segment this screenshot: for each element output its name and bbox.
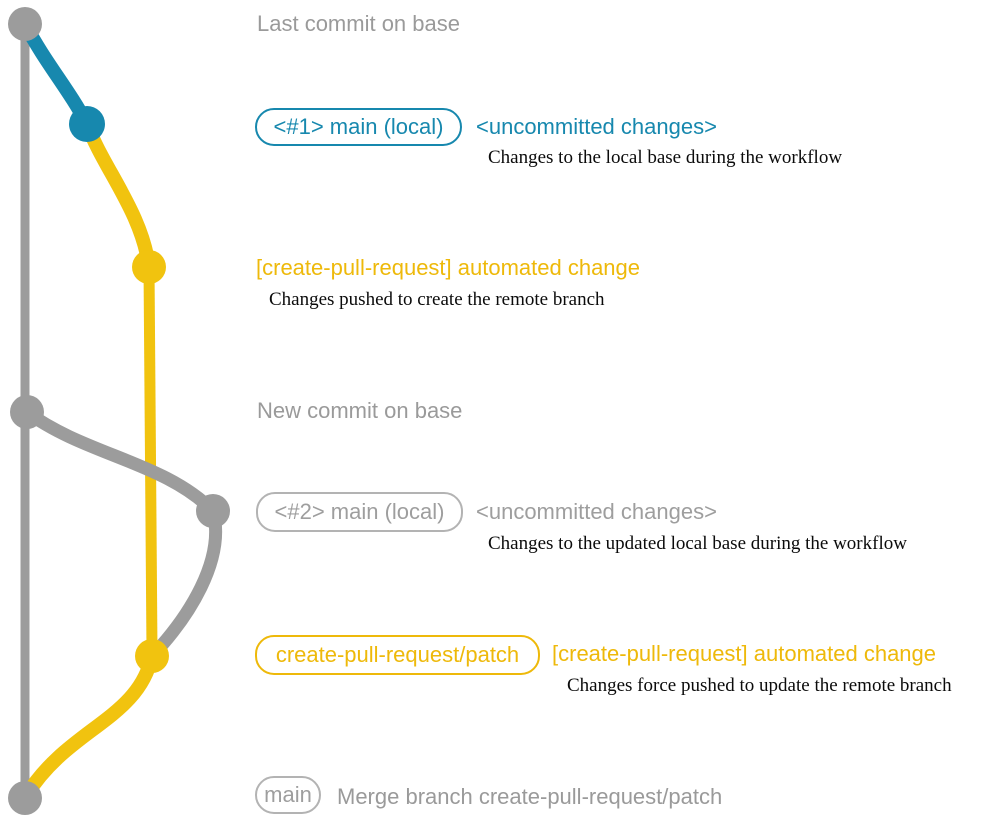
branch-badge-main-local-2-label: <#2> main (local)	[274, 499, 445, 524]
branch-badge-main-local-1-label: <#1> main (local)	[273, 114, 444, 139]
label-new-commit-on-base: New commit on base	[257, 398, 463, 423]
local-main2-forcepush-curve	[145, 504, 223, 663]
patch-branch-merge-curve	[19, 649, 159, 803]
commit-heading-uncommitted-2: <uncommitted changes>	[476, 499, 717, 524]
label-last-commit-on-base: Last commit on base	[257, 11, 460, 36]
branch-badge-main-local-2: <#2> main (local)	[256, 492, 463, 532]
local-main2-branch-curve	[20, 405, 220, 518]
commit-heading-automated-1: [create-pull-request] automated change	[256, 255, 641, 280]
commit-node-last-base	[8, 7, 42, 41]
branch-badge-main-label: main	[264, 782, 312, 807]
commit-node-uncommitted-2	[196, 494, 230, 528]
branch-badge-main: main	[255, 776, 321, 814]
commit-node-uncommitted-1	[69, 106, 105, 142]
commit-node-merge	[8, 781, 42, 815]
commit-node-automated-1	[132, 250, 166, 284]
commit-note-uncommitted-2: Changes to the updated local base during…	[488, 533, 907, 554]
commit-heading-automated-2: [create-pull-request] automated change	[552, 641, 937, 666]
patch-branch-line	[143, 266, 158, 653]
commit-note-automated-2: Changes force pushed to update the remot…	[567, 675, 952, 696]
branch-badge-main-local-1: <#1> main (local)	[255, 108, 462, 146]
commit-node-automated-2	[135, 639, 169, 673]
commit-note-uncommitted-1: Changes to the local base during the wor…	[488, 147, 843, 168]
commit-node-new-base	[10, 395, 44, 429]
label-merge-branch: Merge branch create-pull-request/patch	[337, 784, 723, 809]
patch-branch-curve-top	[80, 117, 156, 274]
branch-badge-patch-label: create-pull-request/patch	[275, 642, 520, 667]
commit-heading-uncommitted-1: <uncommitted changes>	[476, 114, 717, 139]
git-graph	[8, 7, 230, 815]
commit-note-automated-1: Changes pushed to create the remote bran…	[269, 289, 605, 310]
branch-badge-patch: create-pull-request/patch	[255, 635, 540, 675]
